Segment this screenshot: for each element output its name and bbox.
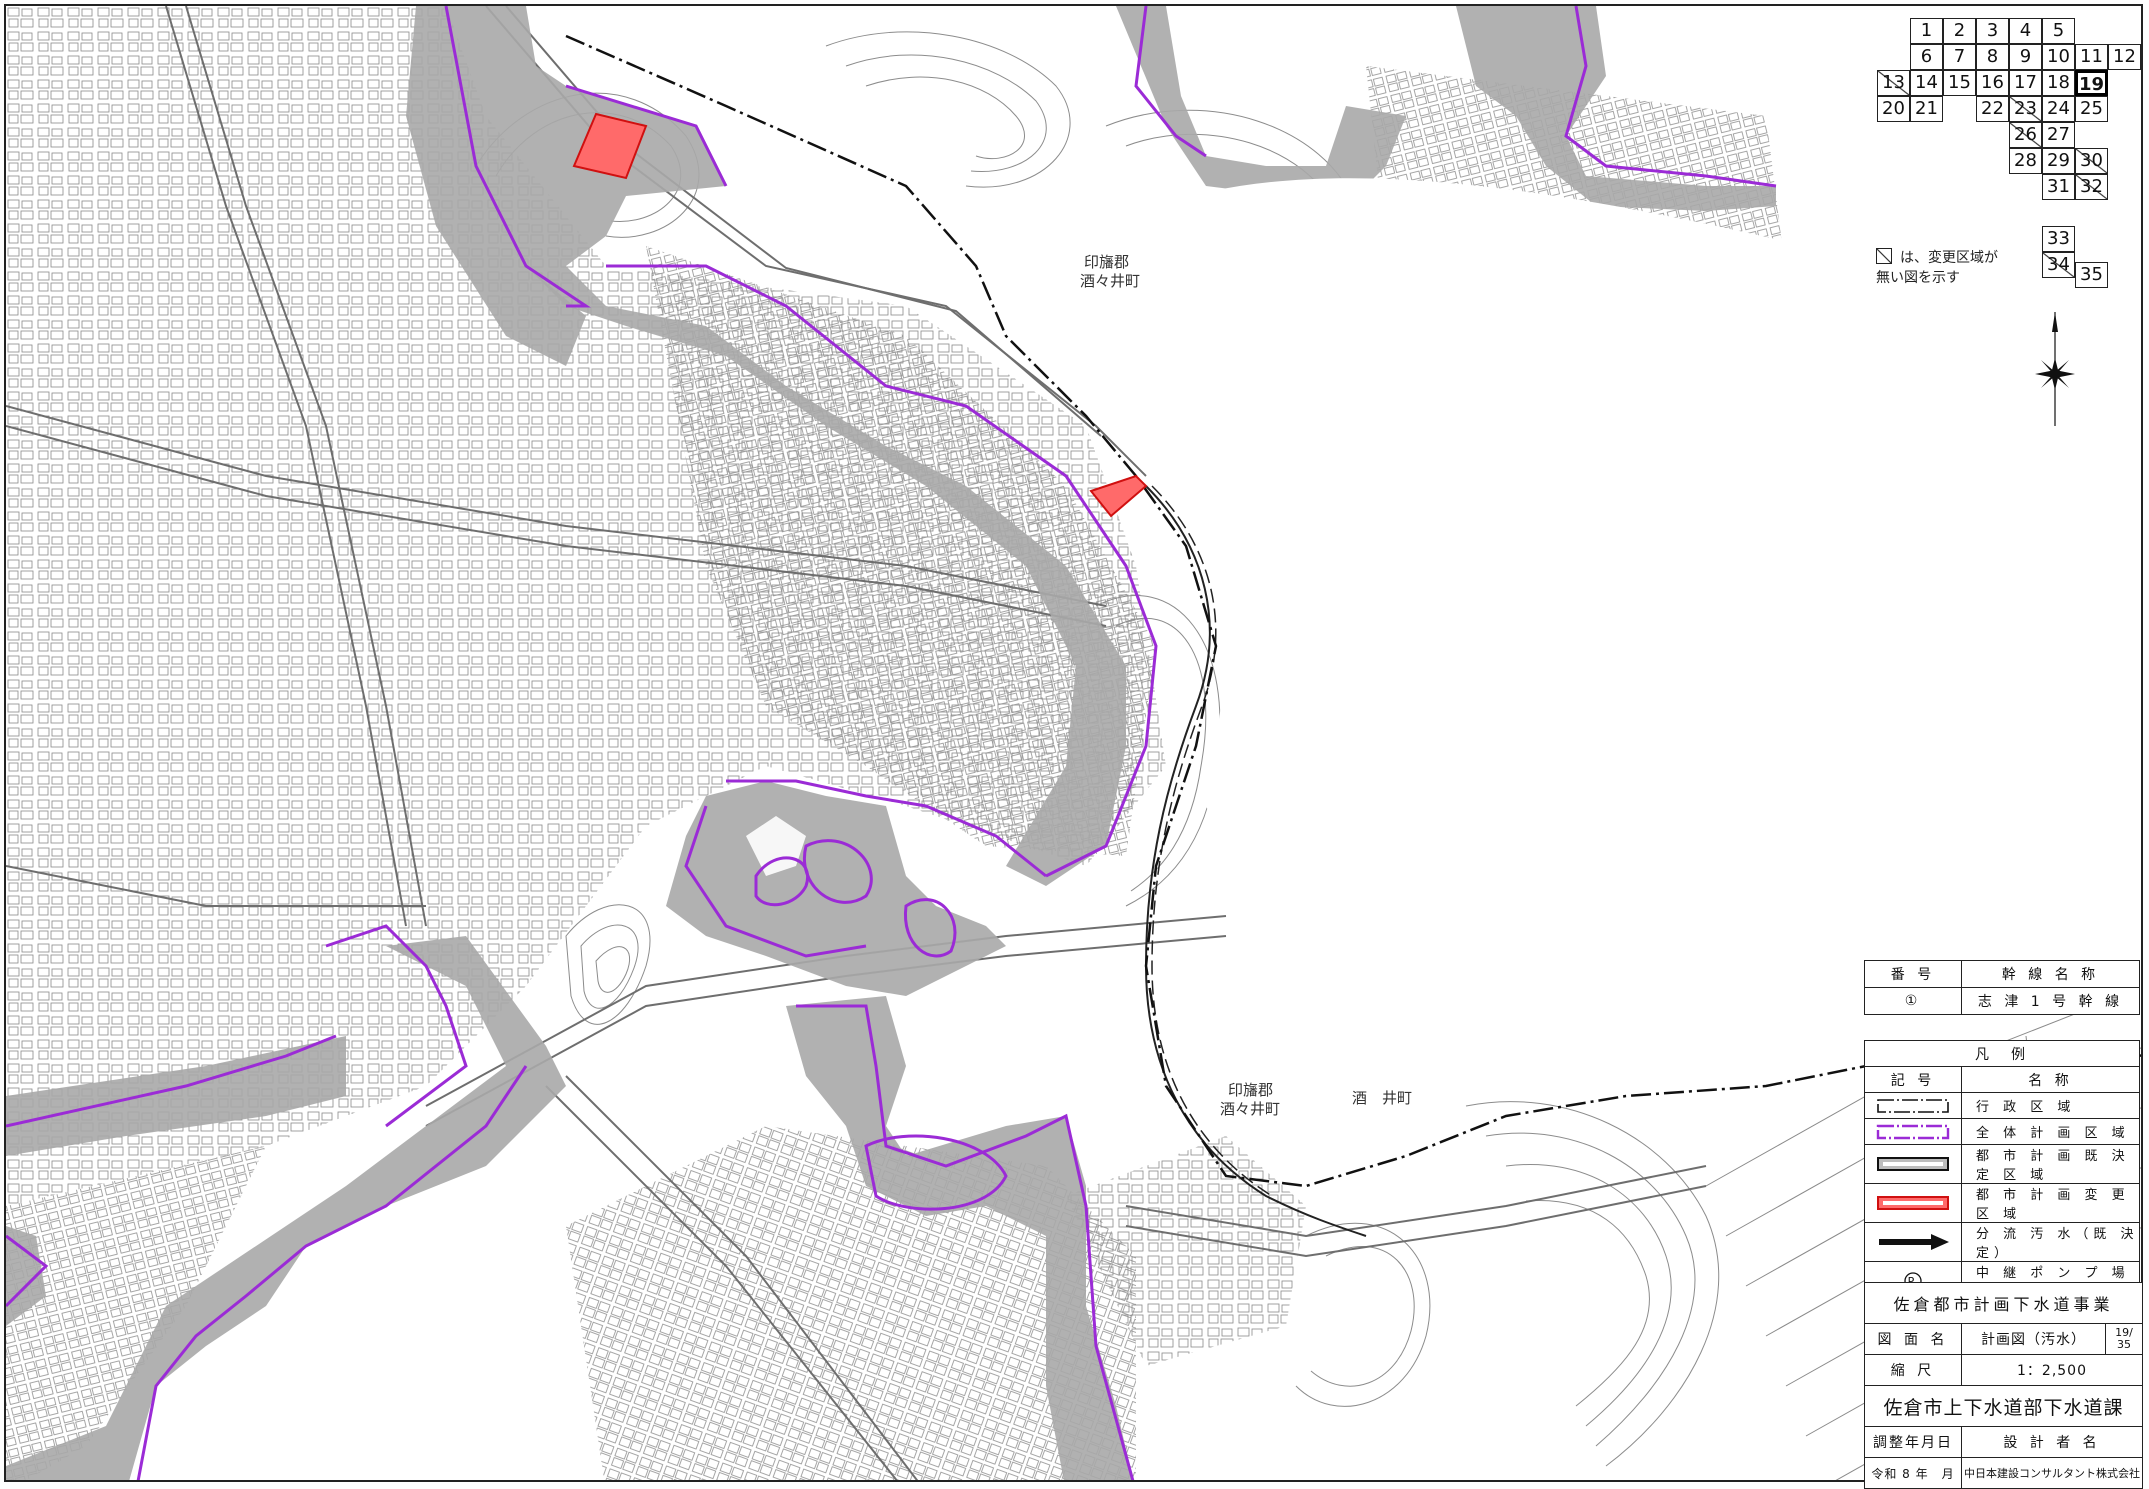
index-note: は、変更区域が 無い図を示す [1876, 248, 1998, 288]
admin-boundary-line-icon [1877, 1098, 1949, 1113]
sheet-index-cell-29[interactable]: 29 [2042, 148, 2075, 174]
drawing-name: 計画図（汚水） [1961, 1323, 2106, 1355]
legend-symbol-overall [1864, 1118, 1962, 1145]
road-network-layer [6, 6, 1707, 1480]
blank-area [1156, 178, 2141, 1026]
sheet-index-cell-17[interactable]: 17 [2009, 70, 2042, 96]
place-label-a: 印旛郡 [1084, 253, 1130, 271]
legend-header-name: 名 称 [1961, 1066, 2140, 1093]
legend-name-change: 都 市 計 画 変 更 区 域 [1961, 1183, 2140, 1223]
railway-line [1144, 485, 1367, 1237]
date-label: 調整年月日 [1864, 1426, 1962, 1458]
place-label-b: 酒々井町 [1080, 272, 1141, 290]
sheet-index-cell-32[interactable]: 32 [2075, 174, 2108, 200]
legend-header-symbol: 記 号 [1864, 1066, 1962, 1093]
sheet-index-cell-20[interactable]: 20 [1877, 96, 1910, 122]
drawing-name-label: 図 面 名 [1864, 1323, 1962, 1355]
trunk-line-table: 番 号 幹 線 名 称 ① 志 津 1 号 幹 線 [1864, 960, 2140, 1015]
date-value: 令和 8 年 月 [1864, 1457, 1962, 1489]
sheet-index-cell-27[interactable]: 27 [2042, 122, 2075, 148]
change-area-1 [572, 112, 648, 180]
sheet-index-cell-35[interactable]: 35 [2075, 262, 2108, 289]
sheet-index-cell-4[interactable]: 4 [2009, 18, 2042, 44]
sheet-index-cell-33[interactable]: 33 [2042, 226, 2075, 252]
sheet-index-cell-23[interactable]: 23 [2009, 96, 2042, 122]
trunk-header-number: 番 号 [1864, 960, 1962, 988]
legend-table: 凡 例 記 号 名 称 行 政 区 域 全 体 計 画 区 域 都 市 計 画 … [1864, 1040, 2140, 1301]
sheet-index-cell-7[interactable]: 7 [1943, 44, 1976, 70]
sheet-index-cell-30[interactable]: 30 [2075, 148, 2108, 174]
sheet-number: 19 [2115, 1326, 2130, 1339]
decided-area-layer [6, 6, 1776, 1480]
designer-value: 中日本建設コンサルタント株式会社 [1961, 1457, 2143, 1489]
change-area-icon [1877, 1196, 1949, 1210]
sheet-index-cell-5[interactable]: 5 [2042, 18, 2075, 44]
index-note-line1: は、変更区域が [1900, 250, 1998, 266]
scale-value: 1：2,500 [1961, 1354, 2143, 1386]
trunk-header-name: 幹 線 名 称 [1961, 960, 2140, 988]
place-label-c: 印旛郡 [1228, 1081, 1274, 1099]
sheet-index-cell-8[interactable]: 8 [1976, 44, 2009, 70]
place-label-d: 酒々井町 [1220, 1100, 1281, 1118]
trunk-row-name: 志 津 1 号 幹 線 [1961, 987, 2140, 1015]
base-map[interactable] [6, 6, 2143, 1482]
index-note-line2: 無い図を示す [1876, 270, 1960, 286]
sheet-index-cell-31[interactable]: 31 [2042, 174, 2075, 200]
sheet-index-cell-16[interactable]: 16 [1976, 70, 2009, 96]
sheet-index-cell-34[interactable]: 34 [2042, 252, 2075, 278]
legend-name-decided: 都 市 計 画 既 決 定 区 域 [1961, 1144, 2140, 1184]
sheet-index-cell-13[interactable]: 13 [1877, 70, 1910, 96]
sheet-index-cell-25[interactable]: 25 [2075, 96, 2108, 122]
sheet-index-cell-15[interactable]: 15 [1943, 70, 1976, 96]
sewage-flow-arrow-icon [1879, 1234, 1949, 1250]
department-name: 佐倉市上下水道部下水道課 [1864, 1385, 2143, 1427]
sheet-index-cell-9[interactable]: 9 [2009, 44, 2042, 70]
sheet-index-cell-24[interactable]: 24 [2042, 96, 2075, 122]
compass-north-arrow-icon [2035, 312, 2075, 426]
place-label-e: 酒 [1352, 1089, 1368, 1107]
sheet-index-cell-3[interactable]: 3 [1976, 18, 2009, 44]
legend-symbol-admin [1864, 1092, 1962, 1119]
map-frame: 印旛郡 酒々井町 印旛郡 酒々井町 酒 井町 [4, 4, 2143, 1482]
overall-plan-boundary-icon [1876, 1124, 1950, 1139]
change-area-2 [1089, 474, 1148, 518]
legend-symbol-sewage [1864, 1222, 1962, 1262]
sheet-index-cell-14[interactable]: 14 [1910, 70, 1943, 96]
legend-symbol-change [1864, 1183, 1962, 1223]
sheet-total: 35 [2117, 1338, 2131, 1351]
change-area-layer [572, 112, 1148, 518]
pump-station-symbol-text: P [1908, 1275, 1919, 1288]
sheet-index-cell-11[interactable]: 11 [2075, 44, 2108, 70]
legend-name-sewage: 分 流 汚 水（既 決 定） [1961, 1222, 2140, 1262]
no-change-indicator-icon [1876, 248, 1892, 264]
sheet-index-cell-21[interactable]: 21 [1910, 96, 1943, 122]
sheet-index-cell-1[interactable]: 1 [1910, 18, 1943, 44]
legend-symbol-decided [1864, 1144, 1962, 1184]
sheet-index-cell-10[interactable]: 10 [2042, 44, 2075, 70]
admin-boundary-line [565, 34, 2141, 1188]
sheet-index-cell-2[interactable]: 2 [1943, 18, 1976, 44]
decided-area-icon [1877, 1157, 1949, 1171]
sheet-index-cell-26[interactable]: 26 [2009, 122, 2042, 148]
legend-name-overall: 全 体 計 画 区 域 [1961, 1118, 2140, 1145]
sheet-index-cell-6[interactable]: 6 [1910, 44, 1943, 70]
designer-label: 設 計 者 名 [1961, 1426, 2143, 1458]
project-name: 佐倉都市計画下水道事業 [1864, 1282, 2143, 1324]
scale-label: 縮 尺 [1864, 1354, 1962, 1386]
place-label-f: 井町 [1382, 1089, 1413, 1107]
sheet-index-cell-18[interactable]: 18 [2042, 70, 2075, 96]
sheet-index-cell-22[interactable]: 22 [1976, 96, 2009, 122]
trunk-row-number: ① [1864, 987, 1962, 1015]
legend-title: 凡 例 [1864, 1040, 2140, 1067]
legend-name-admin: 行 政 区 域 [1961, 1092, 2140, 1119]
sheet-index-cell-19[interactable]: 19 [2075, 70, 2108, 96]
overall-plan-boundary-layer [6, 6, 1777, 1480]
sheet-index-cell-12[interactable]: 12 [2108, 44, 2141, 70]
sheet-number-cell: 19/35 [2105, 1323, 2143, 1355]
sheet-index-cell-28[interactable]: 28 [2009, 148, 2042, 174]
title-block: 佐倉都市計画下水道事業 図 面 名 計画図（汚水） 19/35 縮 尺 1：2,… [1864, 1282, 2143, 1489]
